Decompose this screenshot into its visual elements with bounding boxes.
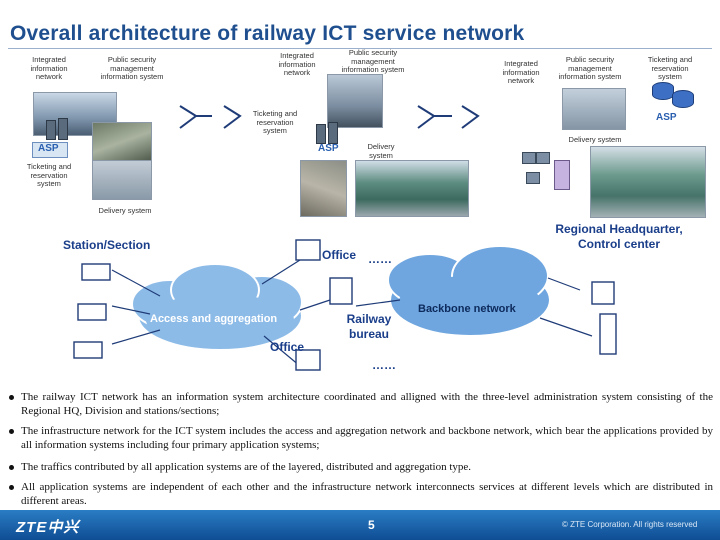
label-ticketing-left: Ticketing and reservation system bbox=[26, 162, 72, 188]
flow-arrows bbox=[179, 105, 480, 129]
label-office-bottom: Office bbox=[270, 340, 305, 354]
railway-bureau-building-icon bbox=[329, 277, 353, 305]
bullet-text: The infrastructure network for the ICT s… bbox=[21, 425, 713, 451]
bullet-dot-icon bbox=[9, 485, 14, 490]
label-access-aggregation: Access and aggregation bbox=[150, 313, 278, 325]
chevron-right-icon bbox=[223, 105, 242, 129]
label-backbone: Backbone network bbox=[418, 303, 516, 315]
footer-bar: ZTE中兴 5 © ZTE Corporation. All rights re… bbox=[0, 510, 720, 540]
workstation-icon bbox=[536, 152, 550, 164]
server-icon bbox=[328, 122, 338, 144]
bullet-item: The traffics contributed by all applicat… bbox=[9, 460, 713, 474]
asp-mid-label: ASP bbox=[318, 143, 339, 154]
right-operator-photo bbox=[562, 88, 626, 130]
page-number: 5 bbox=[368, 518, 375, 532]
label-psmis-mid: Public security management information s… bbox=[341, 48, 405, 74]
label-ticketing-mid: Ticketing and reservation system bbox=[252, 109, 298, 135]
label-ellipsis-top: …… bbox=[368, 252, 392, 266]
bullet-dot-icon bbox=[9, 429, 14, 434]
bullet-text: All application systems are independent … bbox=[21, 481, 713, 507]
bullet-item: All application systems are independent … bbox=[9, 480, 713, 508]
label-integrated-left: Integrated information network bbox=[30, 55, 68, 81]
asp-left-label: ASP bbox=[38, 143, 59, 154]
label-regional-hq: Regional Headquarter, Control center bbox=[555, 222, 683, 251]
label-office-top: Office bbox=[322, 248, 357, 262]
server-icon bbox=[554, 160, 570, 190]
mid-control-panel-photo bbox=[355, 160, 469, 217]
label-railway-bureau: Railway bureau bbox=[346, 312, 392, 341]
label-delivery-mid: Delivery system bbox=[367, 142, 395, 160]
station-building-icon bbox=[73, 341, 103, 359]
workstation-icon bbox=[522, 152, 536, 164]
hq-building-icon bbox=[591, 281, 615, 305]
asp-left-tag bbox=[32, 142, 68, 158]
workstation-icon bbox=[526, 172, 540, 184]
page-title: Overall architecture of railway ICT serv… bbox=[10, 22, 525, 45]
label-delivery-left: Delivery system bbox=[98, 206, 152, 215]
label-station-section: Station/Section bbox=[63, 238, 151, 252]
backbone-cloud bbox=[387, 245, 551, 337]
asp-right-label: ASP bbox=[656, 112, 677, 123]
office-building-icon bbox=[295, 239, 321, 261]
mid-railyard-photo bbox=[300, 160, 347, 217]
zte-logo: ZTE中兴 bbox=[16, 519, 80, 536]
chevron-right-icon bbox=[417, 105, 436, 129]
label-integrated-mid: Integrated information network bbox=[278, 51, 316, 77]
label-delivery-right: Delivery system bbox=[568, 135, 622, 144]
chevron-right-icon bbox=[179, 105, 198, 129]
bullet-dot-icon bbox=[9, 395, 14, 400]
label-psmis-right: Public security management information s… bbox=[558, 55, 622, 81]
right-control-panel-photo bbox=[590, 146, 706, 218]
label-ticketing-right: Ticketing and reservation system bbox=[647, 55, 693, 81]
station-building-icon bbox=[81, 263, 111, 281]
chevron-right-icon bbox=[461, 105, 480, 129]
copyright-text: © ZTE Corporation. All rights reserved bbox=[562, 520, 698, 529]
server-icon bbox=[58, 118, 68, 140]
database-icon bbox=[672, 90, 694, 108]
bullet-text: The traffics contributed by all applicat… bbox=[21, 461, 472, 473]
bullet-text: The railway ICT network has an informati… bbox=[21, 391, 713, 417]
label-psmis-left: Public security management information s… bbox=[100, 55, 164, 81]
server-icon bbox=[46, 120, 56, 140]
office-building-icon bbox=[295, 349, 321, 371]
access-aggregation-cloud bbox=[131, 263, 303, 351]
label-ellipsis-bottom: …… bbox=[372, 358, 396, 372]
bullet-item: The railway ICT network has an informati… bbox=[9, 390, 713, 418]
mid-operator-photo bbox=[327, 74, 383, 128]
label-integrated-right: Integrated information network bbox=[502, 59, 540, 85]
station-building-icon bbox=[77, 303, 107, 321]
server-icon bbox=[316, 124, 326, 144]
hq-tower-icon bbox=[599, 313, 617, 355]
bullet-item: The infrastructure network for the ICT s… bbox=[9, 424, 713, 452]
network-cloud-diagram bbox=[73, 239, 617, 371]
title-divider bbox=[8, 48, 712, 49]
left-operator-photo bbox=[92, 160, 152, 200]
bullet-dot-icon bbox=[9, 465, 14, 470]
